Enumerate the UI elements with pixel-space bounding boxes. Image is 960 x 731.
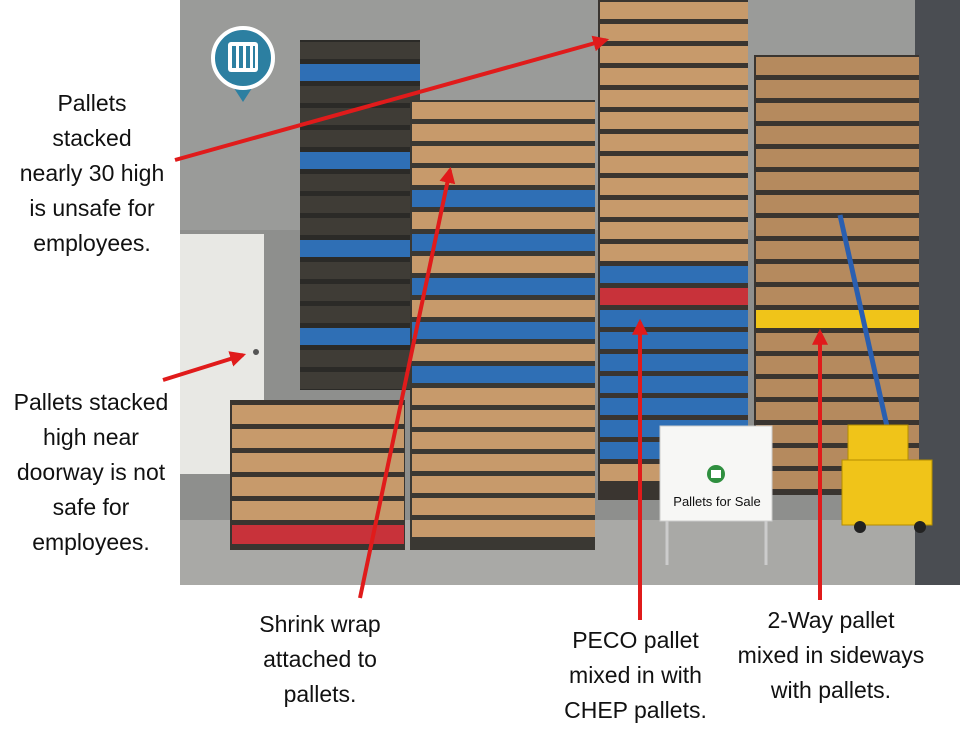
mop-bucket	[837, 214, 933, 533]
callout-two-way: 2-Way pallet mixed in sideways with pall…	[737, 607, 925, 703]
sign-text: Pallets for Sale	[673, 494, 761, 509]
callout-stack-height: Pallets stacked nearly 30 high is unsafe…	[19, 90, 165, 256]
pallets-for-sale-sign	[659, 425, 773, 565]
callout-peco: PECO pallet mixed in with CHEP pallets.	[564, 627, 707, 723]
pallet-stacks-illustration	[180, 0, 960, 585]
callout-doorway: Pallets stacked high near doorway is not…	[13, 389, 169, 555]
stack-low-wood	[230, 400, 405, 550]
warehouse-photo	[180, 0, 960, 585]
stack-left-dark	[300, 40, 420, 390]
stack-middle-blue	[410, 100, 595, 550]
stack-tall-center	[598, 0, 748, 500]
callout-shrink-wrap: Shrink wrap attached to pallets.	[259, 611, 381, 707]
